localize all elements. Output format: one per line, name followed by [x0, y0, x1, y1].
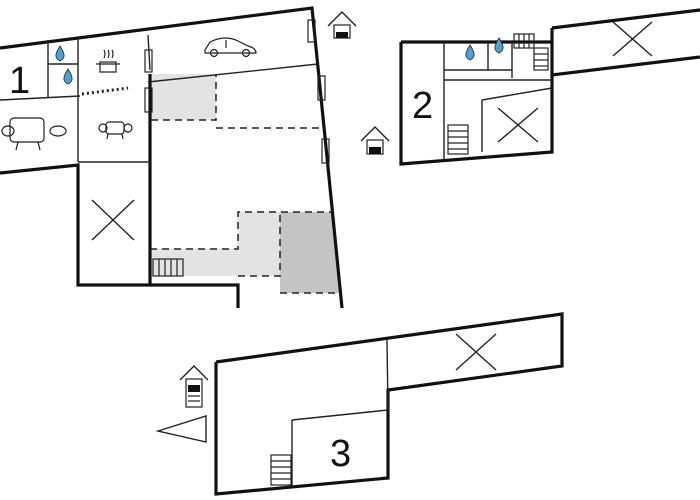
floor-2-label: 2 [412, 85, 433, 127]
floor-1-label: 1 [9, 60, 30, 102]
window-icon [144, 87, 153, 113]
stairs-icon [513, 33, 549, 71]
car-icon [204, 37, 257, 58]
window-icon [321, 138, 330, 164]
void-cross-icon [91, 199, 135, 241]
water-drop-icon [55, 45, 65, 62]
stairs-icon [152, 258, 184, 277]
terrace-dashed-4 [238, 212, 281, 277]
void-cross-icon [497, 107, 539, 143]
direction-arrow-icon [155, 415, 207, 443]
terrace-lower-shaded [150, 212, 280, 276]
house-entrance-icon [327, 11, 357, 39]
cooking-pot-icon [96, 49, 120, 73]
water-drop-icon [494, 37, 504, 54]
floor-2-plan: 2 [399, 8, 700, 166]
floor-2-outer-wall-2 [551, 8, 700, 30]
armchair-icon [98, 121, 133, 140]
terrace-upper-shaded [151, 74, 216, 120]
stairs-icon [447, 124, 469, 155]
sofa-icon [1, 117, 67, 151]
floor-1-divider-5 [147, 63, 319, 83]
void-cross-icon [612, 21, 653, 57]
window-icon [317, 75, 326, 101]
terrace-dashed-3 [150, 211, 333, 250]
terrace-dashed-1 [151, 74, 217, 121]
house-entrance-icon [179, 365, 209, 408]
floor-1-outer-wall-top [0, 6, 344, 309]
floor-2-outer-wall-4 [399, 42, 554, 166]
floor-3-divider-1 [386, 339, 389, 411]
step-dotted-line [81, 86, 129, 96]
house-entrance-icon [360, 126, 390, 155]
water-drop-icon [63, 68, 73, 85]
void-cross-icon [455, 333, 497, 371]
floor-2-outer-wall [401, 40, 700, 77]
stairs-icon [270, 454, 292, 486]
floor-1-plan: 1 [0, 6, 344, 309]
terrace-dark-shaded [280, 212, 340, 293]
water-drop-icon [465, 44, 475, 61]
floor-3-divider-2 [291, 409, 389, 421]
floor-3-plan: 3 [214, 312, 564, 496]
floor-3-outer-wall [214, 312, 564, 496]
floor-2-divider-7 [481, 87, 553, 101]
floor-3-label: 3 [330, 433, 351, 475]
floor-1-outer-wall-left [0, 163, 240, 308]
window-icon [144, 49, 153, 73]
floor-1-divider-1 [0, 95, 81, 101]
floor-1-divider-6 [147, 34, 151, 71]
window-icon [307, 19, 316, 43]
